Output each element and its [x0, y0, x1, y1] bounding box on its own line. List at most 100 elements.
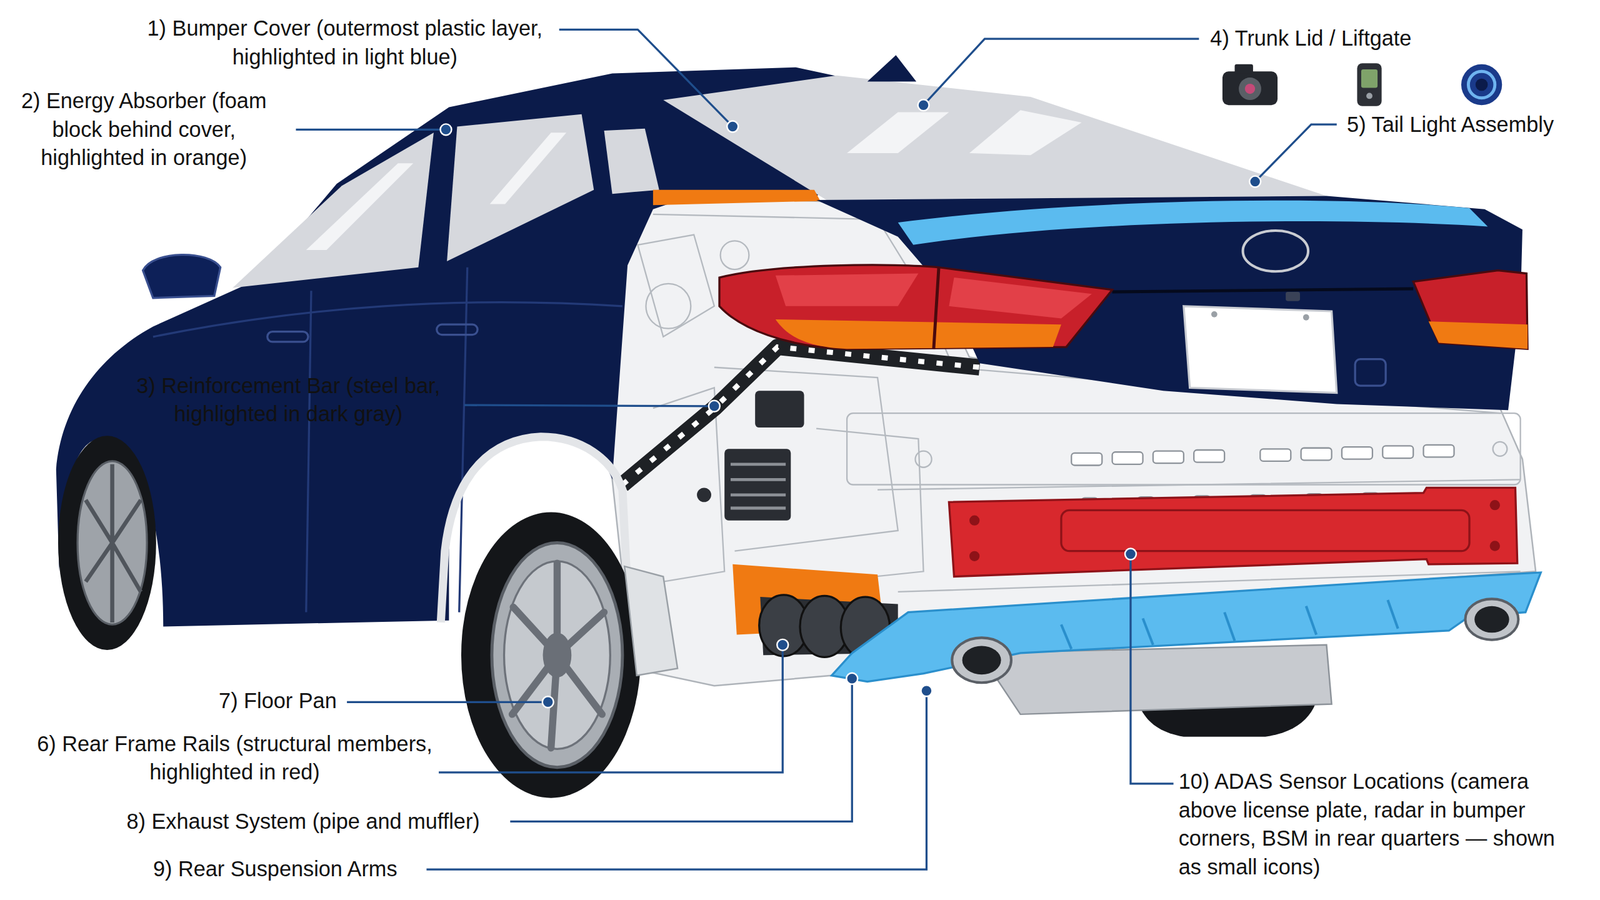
- sketch-line: [846, 413, 1521, 485]
- brand-logo: [1243, 230, 1309, 272]
- rear-rim: [491, 543, 623, 768]
- panel-slot: [1423, 445, 1455, 458]
- sensor-screen: [1361, 69, 1378, 88]
- leader-line: [1255, 124, 1337, 182]
- exhaust-tip: [1465, 598, 1519, 640]
- sketch-line: [915, 451, 932, 468]
- leader-dot: [726, 120, 739, 132]
- callout-label: 2) Energy Absorber (foam block behind co…: [10, 86, 278, 173]
- callout-label: 1) Bumper Cover (outermost plastic layer…: [120, 14, 570, 72]
- front-rim: [77, 461, 147, 625]
- energy-absorber-band: [653, 190, 821, 205]
- callout-label: 4) Trunk Lid / Liftgate: [1210, 24, 1537, 54]
- tail-light: [1413, 270, 1528, 350]
- sketch-line: [720, 240, 750, 270]
- leader-dots: [440, 99, 1261, 708]
- bar-bolt: [1490, 540, 1500, 551]
- grommet: [696, 487, 712, 502]
- panel-slot: [1112, 451, 1144, 465]
- leader-lines: [295, 29, 1337, 870]
- glass-highlight: [846, 110, 1082, 155]
- leader-dot: [1249, 176, 1261, 188]
- leader-dot: [846, 673, 858, 685]
- callout-label: 7) Floor Pan: [183, 686, 337, 716]
- radar-icon: [1468, 71, 1495, 98]
- panel-slot: [1382, 445, 1414, 459]
- camera-lens: [1245, 83, 1255, 94]
- rear-tire: [461, 512, 641, 799]
- door-handle: [267, 331, 309, 342]
- window-highlight: [306, 132, 567, 250]
- muffler: [979, 645, 1332, 715]
- dark-reinforcement: [622, 346, 980, 485]
- leader-line: [464, 405, 715, 407]
- body-crease: [153, 302, 623, 337]
- bar-bolt: [1490, 500, 1500, 510]
- callout-label: 6) Rear Frame Rails (structural members,…: [30, 729, 439, 787]
- panel-slot: [1193, 450, 1225, 463]
- tail-light-amber: [1428, 321, 1528, 349]
- panel-slot: [1301, 448, 1332, 461]
- exhaust-tip: [951, 637, 1012, 683]
- panel-slot: [1341, 446, 1373, 460]
- dark-reinforcement-holes: [622, 346, 980, 485]
- sketch-line: [714, 367, 899, 552]
- plate-screw: [1303, 314, 1310, 321]
- shark-fin-antenna: [867, 55, 917, 82]
- wheel-hub: [543, 632, 572, 678]
- sensor-icon: [1356, 63, 1382, 107]
- leader-dot: [1125, 548, 1137, 560]
- bar-bolt: [969, 551, 980, 562]
- callout-label: 10) ADAS Sensor Locations (camera above …: [1178, 767, 1572, 882]
- callout-label: 5) Tail Light Assembly: [1346, 110, 1592, 139]
- trunk-release-icon: [1355, 359, 1386, 386]
- rear-rim-inner: [504, 561, 611, 749]
- plate-screw: [1211, 311, 1218, 318]
- vent: [724, 448, 791, 520]
- leader-line: [346, 701, 549, 704]
- vent: [755, 390, 804, 428]
- leader-line: [923, 38, 1200, 105]
- callout-label: 3) Reinforcement Bar (steel bar, highlig…: [112, 371, 465, 429]
- side-window: [446, 114, 594, 262]
- rear-spoiler: [898, 200, 1489, 245]
- bumper-cover: [831, 572, 1542, 682]
- callout-label: 8) Exhaust System (pipe and muffler): [126, 806, 514, 836]
- leader-line: [438, 645, 783, 773]
- front-tire: [58, 435, 157, 650]
- sketch-line: [637, 235, 714, 337]
- tail-light-lens: [775, 273, 1092, 319]
- tail-light-amber: [775, 319, 1062, 349]
- leader-dot: [440, 123, 452, 135]
- leader-dot: [920, 685, 932, 697]
- side-window: [232, 132, 434, 288]
- panel-slot: [1153, 451, 1184, 464]
- leader-line: [559, 29, 734, 127]
- diffuser-fins: [1061, 600, 1399, 649]
- sketch-line: [877, 479, 1521, 592]
- adas-camera: [1285, 291, 1300, 302]
- camera-lens: [1238, 77, 1262, 100]
- leader-line: [510, 678, 852, 822]
- rim-spokes: [85, 464, 141, 623]
- leader-dot: [708, 400, 720, 412]
- leader-line: [1130, 554, 1174, 784]
- vent-slats: [730, 464, 786, 509]
- exhaust-tip-inner: [1474, 606, 1510, 633]
- rim-spokes: [512, 563, 605, 749]
- trunk-seam: [1112, 288, 1414, 292]
- mud-flap: [624, 566, 678, 676]
- radar-icon: [1475, 78, 1489, 92]
- bar-bolt: [969, 515, 980, 525]
- leader-dot: [776, 639, 789, 651]
- sensor-button: [1366, 93, 1373, 100]
- panel-slot: [1071, 453, 1102, 466]
- sketch-line: [645, 283, 691, 329]
- leader-dot: [542, 696, 554, 708]
- sketch-line: [816, 428, 924, 582]
- reinforcement-bar: [948, 487, 1517, 577]
- radar-icon: [1461, 64, 1502, 105]
- camera-icon: [1235, 64, 1254, 74]
- camera-icon: [1222, 71, 1278, 105]
